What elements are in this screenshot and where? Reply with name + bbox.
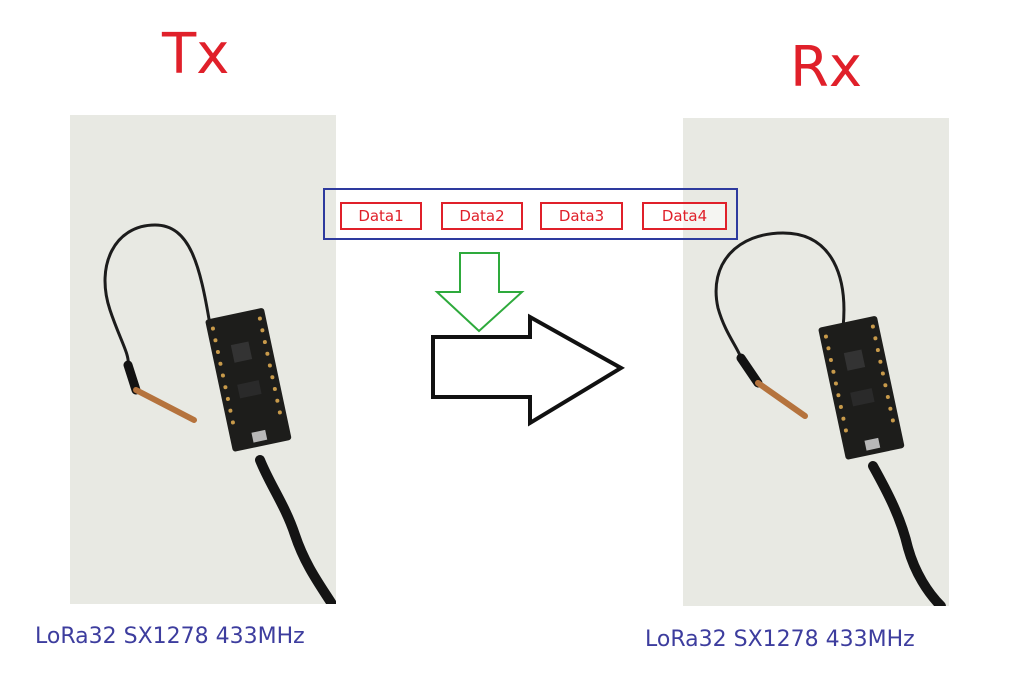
tx-board-photo: [70, 115, 336, 604]
data-packet: Data4: [642, 202, 727, 230]
rx-board-photo: [683, 118, 949, 606]
data-packet: Data1: [340, 202, 422, 230]
lora-board-illustration: [70, 115, 336, 604]
down-arrow-icon: [434, 252, 525, 333]
right-arrow-icon: [431, 313, 625, 427]
rx-caption: LoRa32 SX1278 433MHz: [645, 627, 915, 652]
rx-title: Rx: [790, 35, 863, 100]
packet-group: [323, 188, 738, 240]
tx-title: Tx: [162, 22, 230, 87]
tx-caption: LoRa32 SX1278 433MHz: [35, 624, 305, 649]
arrow-graphics: [431, 252, 625, 427]
data-packet: Data2: [441, 202, 523, 230]
lora-board-illustration: [683, 118, 949, 606]
data-packet: Data3: [540, 202, 623, 230]
